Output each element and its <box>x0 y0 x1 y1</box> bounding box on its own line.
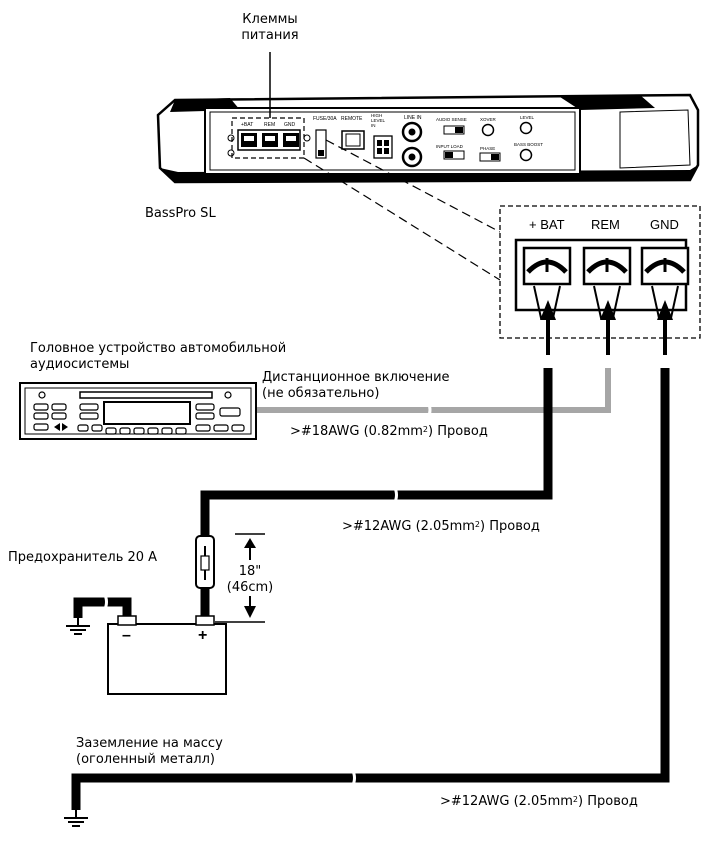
remote-label: Дистанционное включение (не обязательно) <box>262 370 450 402</box>
amp-label-gnd: GND <box>284 122 296 128</box>
power-wire-gauge: >#12AWG (2.05mm2) Провод <box>342 519 540 535</box>
ground-wire-gauge-suffix: ) Провод <box>578 794 638 809</box>
ground-wire-gauge-sup: 2 <box>572 795 579 804</box>
amp-label-fuse: FUSE/30A <box>313 116 337 122</box>
amp-label-high: HIGH <box>371 113 382 118</box>
amp-label-level-knob: LEVEL <box>520 115 535 120</box>
power-wire-gauge-suffix: ) Провод <box>480 519 540 534</box>
head-unit-label-line1: Головное устройство автомобильной <box>30 341 287 356</box>
ground-wire <box>71 368 670 810</box>
terminals-title-line1: Клеммы <box>242 12 298 27</box>
terminal-label-bat: + BAT <box>529 217 565 232</box>
remote-wire-gauge-prefix: >#18AWG (0.82mm <box>290 424 423 439</box>
battery-negative: – <box>122 627 131 644</box>
amp-label-xover: XOVER <box>480 117 497 122</box>
remote-wire-gauge-suffix: ) Провод <box>428 424 488 439</box>
power-wire-gauge-prefix: >#12AWG (2.05mm <box>342 519 475 534</box>
fuse-label: Предохранитель 20 А <box>8 550 158 565</box>
ground-label-line2: (оголенный металл) <box>76 752 215 767</box>
amp-label-in: IN <box>371 123 376 128</box>
ground-label-line1: Заземление на массу <box>76 736 223 751</box>
terminal-screw-rem <box>582 246 632 319</box>
amp-label-audio-sense: AUDIO SENSE <box>436 117 467 122</box>
distance-label: 18" (46cm) <box>222 564 278 596</box>
amp-terminal-block: +BAT REM GND <box>237 122 301 151</box>
terminal-screw-bat <box>522 246 572 319</box>
ground-wire-gauge: >#12AWG (2.05mm2) Провод <box>440 794 638 810</box>
battery-positive: + <box>198 627 207 644</box>
terminals-title-line2: питания <box>241 28 299 43</box>
terminal-label-gnd: GND <box>650 217 679 232</box>
distance-cm: (46cm) <box>226 580 274 595</box>
terminal-highlight-box <box>231 117 305 159</box>
remote-label-line1: Дистанционное включение <box>262 370 450 385</box>
amp-label-bass-boost: BASS BOOST <box>514 142 543 147</box>
ground-symbol-battery <box>66 618 90 635</box>
ground-wire-gauge-prefix: >#12AWG (2.05mm <box>440 794 573 809</box>
terminal-label-rem: REM <box>591 217 620 232</box>
remote-wire <box>256 368 611 413</box>
ground-symbol-chassis <box>64 810 88 827</box>
amp-label-input-load: INPUT LOAD <box>436 144 464 149</box>
battery: – + <box>107 615 227 695</box>
terminals-title: Клеммы питания <box>225 12 315 44</box>
amp-label-phase: PHASE <box>480 146 495 151</box>
amp-label-remote: REMOTE <box>341 116 363 122</box>
amp-label-bat: +BAT <box>241 122 253 128</box>
head-unit-label: Головное устройство автомобильной аудиос… <box>30 341 286 373</box>
remote-wire-gauge: >#18AWG (0.82mm2) Провод <box>290 424 488 440</box>
amp-label-line-in: LINE IN <box>404 115 422 121</box>
head-unit <box>19 382 257 440</box>
remote-wire-gauge-sup: 2 <box>422 425 429 434</box>
power-wire-gauge-sup: 2 <box>474 520 481 529</box>
distance-inches: 18" <box>238 564 262 579</box>
amp-label-rem: REM <box>264 122 275 128</box>
fuse-holder <box>195 535 215 589</box>
model-label: BassPro SL <box>145 206 216 221</box>
battery-ground-wire <box>73 597 132 618</box>
distance-marker <box>215 533 265 623</box>
remote-label-line2: (не обязательно) <box>262 386 380 401</box>
terminal-arrows <box>540 300 673 355</box>
amp-label-level: LEVEL <box>371 118 386 123</box>
head-unit-label-line2: аудиосистемы <box>30 357 130 372</box>
ground-label: Заземление на массу (оголенный металл) <box>76 736 223 768</box>
amplifier: +BAT REM GND FUSE/30A REMOTE HIGH LEVEL … <box>156 93 700 184</box>
